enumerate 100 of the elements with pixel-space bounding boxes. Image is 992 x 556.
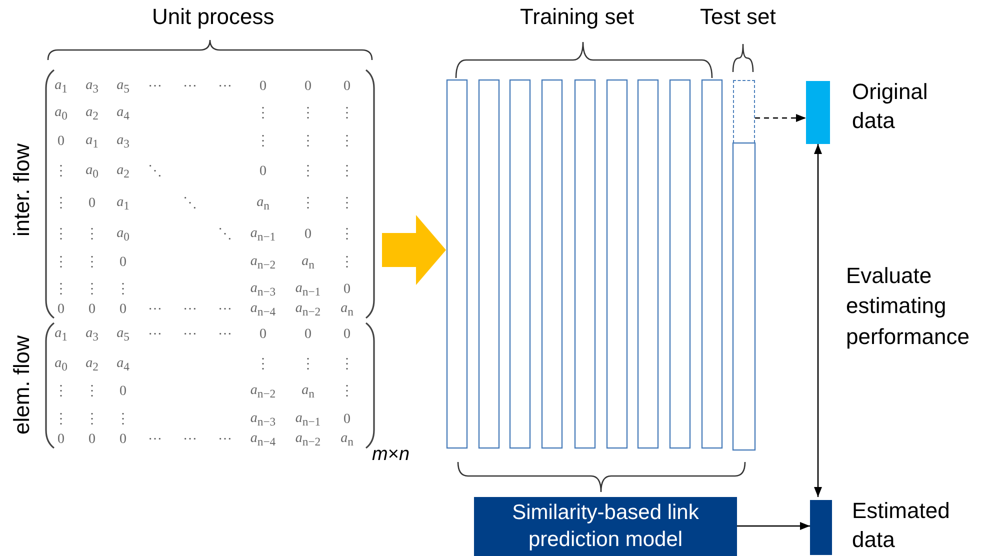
dimension-label: m×n: [372, 444, 410, 467]
matrix-entry: 0: [344, 80, 350, 94]
matrix-entry: ⋮: [301, 135, 315, 149]
matrix-entry: a$_{n−3}$: [250, 282, 276, 298]
matrix-entry: ⋮: [54, 197, 68, 211]
matrix-entry: ⋮: [85, 413, 99, 427]
matrix-entry: a$_{n}$: [340, 432, 354, 448]
matrix-entry: 0: [120, 433, 126, 447]
matrix-entry: a$_{0}$: [54, 106, 68, 122]
matrix-entry: ⋮: [85, 256, 99, 270]
matrix-entry: ⋯: [148, 328, 162, 342]
matrix-entry: ⋱: [183, 197, 197, 211]
matrix-entry: a$_{2}$: [116, 164, 130, 180]
matrix-entry: a$_{1}$: [54, 326, 68, 344]
matrix-entry: 0: [304, 80, 312, 94]
matrix-entry: ⋮: [340, 256, 354, 270]
matrix-entry: ⋮: [340, 165, 354, 179]
matrix-entry: a$_{n−2}$: [250, 384, 276, 400]
node-label: Original data: [852, 78, 929, 135]
matrix-entry: ⋮: [340, 135, 354, 149]
matrix-entry: ⋯: [148, 303, 162, 317]
arrow: [755, 114, 806, 122]
matrix-entry: a$_{5}$: [116, 326, 130, 344]
matrix-entry: a$_{n−1}$: [250, 226, 276, 244]
matrix-entry: a$_{1}$: [116, 196, 130, 212]
matrix-entry: ⋮: [85, 228, 99, 242]
process-box: Similarity-based link prediction model: [474, 497, 737, 556]
matrix-entry: ⋮: [301, 197, 315, 211]
matrix-entry: a$_{n−2}$: [250, 254, 276, 272]
matrix-entry: 0: [344, 328, 350, 342]
matrix-entry: ⋮: [256, 358, 270, 372]
matrix-entry: 0: [120, 256, 126, 270]
matrix-entry: ⋱: [148, 165, 162, 179]
matrix-entry: ⋯: [218, 303, 232, 317]
matrix-entry: ⋮: [301, 165, 315, 179]
matrix-entry: ⋮: [54, 165, 68, 179]
matrix-entry: a$_{3}$: [86, 326, 98, 344]
axis-label: inter. flow: [8, 144, 35, 236]
matrix-entry: a$_{1}$: [54, 78, 68, 96]
matrix-entry: a$_{5}$: [116, 78, 130, 96]
matrix-entry: 0: [344, 413, 350, 427]
matrix-entry: 0: [58, 135, 64, 149]
matrix-entry: a$_{n−2}$: [295, 432, 321, 448]
matrix-entry: 0: [120, 303, 126, 317]
matrix-entry: a$_{4}$: [116, 356, 130, 374]
matrix-entry: a$_{4}$: [116, 106, 130, 122]
matrix-entry: 0: [58, 303, 64, 317]
matrix-entry: 0: [344, 283, 350, 297]
matrix-entry: 0: [260, 80, 266, 94]
matrix-entry: ⋮: [340, 385, 354, 399]
matrix-entry: 0: [88, 303, 96, 317]
matrix-entry: ⋮: [54, 385, 68, 399]
block-arrow: [382, 215, 446, 285]
matrix-entry: 0: [120, 385, 126, 399]
matrix-entry: a$_{n}$: [340, 302, 354, 318]
matrix-entry: ⋯: [148, 433, 162, 447]
matrix-entry: 0: [304, 328, 312, 342]
matrix-entry: a$_{2}$: [86, 106, 98, 122]
node-label: Estimated data: [852, 497, 951, 554]
matrix-entry: a$_{0}$: [86, 164, 98, 180]
matrix-entry: a$_{n−1}$: [295, 412, 321, 428]
matrix-entry: ⋯: [183, 303, 197, 317]
matrix-entry: ⋮: [340, 107, 354, 121]
matrix-entry: 0: [304, 228, 312, 242]
matrix-entry: 0: [58, 433, 64, 447]
matrix-entry: ⋮: [256, 135, 270, 149]
matrix-entry: ⋮: [256, 107, 270, 121]
heading: Unit process: [152, 4, 274, 30]
matrix-entry: ⋯: [183, 433, 197, 447]
matrix-entry: a$_{3}$: [116, 134, 130, 150]
matrix-entry: a$_{1}$: [86, 134, 98, 150]
axis-label: elem. flow: [8, 335, 35, 435]
matrix-entry: ⋮: [85, 283, 99, 297]
matrix-entry: ⋮: [54, 256, 68, 270]
arrow: [737, 522, 810, 530]
matrix-entry: ⋮: [340, 358, 354, 372]
matrix-entry: ⋮: [301, 358, 315, 372]
matrix-entry: a$_{n−4}$: [250, 302, 276, 318]
matrix-entry: ⋱: [218, 228, 232, 242]
matrix-entry: ⋮: [301, 107, 315, 121]
matrix-entry: ⋯: [183, 80, 197, 94]
matrix-entry: 0: [88, 197, 96, 211]
matrix-entry: a$_{n−3}$: [250, 412, 276, 428]
heading: Test set: [700, 4, 776, 30]
matrix-entry: ⋯: [218, 433, 232, 447]
matrix-entry: a$_{n−2}$: [295, 302, 321, 318]
matrix-entry: ⋮: [116, 283, 130, 297]
matrix-entry: a$_{0}$: [116, 226, 130, 244]
matrix-entry: ⋯: [218, 80, 232, 94]
matrix-entry: ⋮: [340, 197, 354, 211]
matrix-entry: ⋮: [54, 413, 68, 427]
matrix-entry: a$_{n}$: [302, 384, 314, 400]
matrix-entry: a$_{n−1}$: [295, 282, 321, 298]
edge-label: Evaluate estimating performance: [846, 262, 971, 352]
matrix-entry: a$_{n−4}$: [250, 432, 276, 448]
matrix-entry: ⋯: [218, 328, 232, 342]
matrix-entry: a$_{0}$: [54, 356, 68, 374]
matrix-entry: ⋮: [340, 228, 354, 242]
matrix-entry: a$_{n}$: [256, 196, 270, 212]
matrix-entry: ⋮: [54, 228, 68, 242]
